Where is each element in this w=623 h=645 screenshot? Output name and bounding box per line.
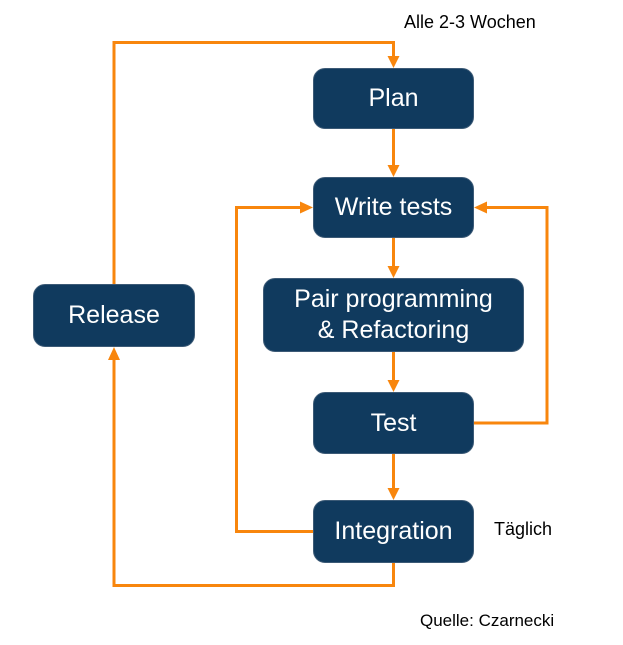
node-release-label: Release — [68, 301, 160, 329]
daily-cycle-label: Täglich — [494, 519, 553, 539]
node-write-tests: Write tests — [313, 177, 474, 238]
arrow-integration-to-release — [112, 359, 395, 587]
node-pair-programming: Pair programming & Refactoring — [263, 278, 524, 352]
arrowhead-into-test — [387, 380, 400, 392]
node-release: Release — [33, 284, 195, 347]
arrowhead-into-write-tests-top — [387, 165, 400, 177]
node-integration-label: Integration — [334, 517, 453, 545]
node-plan: Plan — [313, 68, 474, 129]
arrowhead-into-pair — [387, 266, 400, 278]
arrowhead-into-release — [108, 347, 120, 360]
arrow-integration-to-write-tests — [235, 206, 313, 533]
node-test-label: Test — [370, 408, 417, 437]
node-pair-programming-label-line2: & Refactoring — [317, 316, 470, 344]
arrowhead-into-integration — [387, 488, 400, 500]
arrowhead-into-write-tests-right — [474, 201, 487, 214]
node-pair-programming-label-line1: Pair programming — [294, 285, 493, 313]
node-write-tests-label: Write tests — [334, 193, 453, 221]
node-integration: Integration — [313, 500, 474, 563]
arrow-release-to-plan — [112, 41, 395, 284]
arrowhead-into-plan — [387, 56, 400, 68]
node-test: Test — [313, 392, 474, 454]
iteration-cycle-label: Alle 2-3 Wochen — [404, 12, 536, 32]
source-label: Quelle: Czarnecki — [420, 611, 555, 630]
arrow-test-to-write-tests — [474, 206, 549, 425]
node-plan-label: Plan — [368, 84, 419, 112]
arrowhead-into-write-tests-left — [300, 201, 313, 214]
